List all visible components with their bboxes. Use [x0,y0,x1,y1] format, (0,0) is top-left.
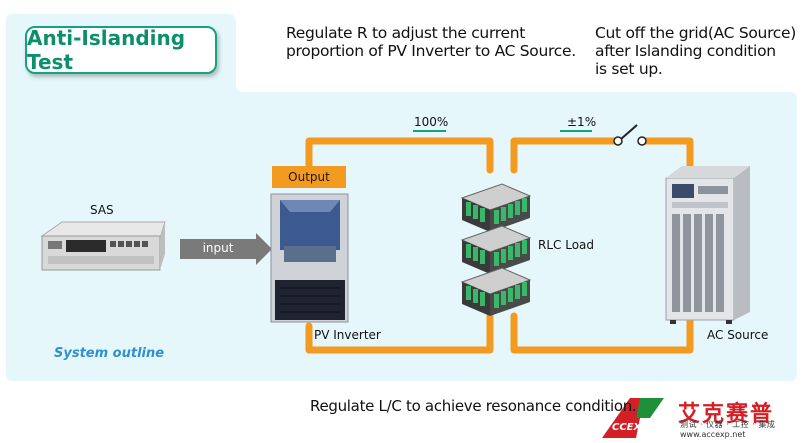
cutoff-line3: is set up. [595,60,663,78]
wire-pv-to-rlc-bottom [305,312,494,354]
label-1-percent: ±1% [567,115,597,129]
wiring [305,137,694,354]
pv-inverter-device [270,193,349,323]
logo-chinese-name: 艾克赛普 [678,402,775,427]
rlc-module-bottom [460,267,532,316]
background-panel [6,14,797,381]
cutoff-line2: after Islanding condition [595,42,776,60]
label-pv-inverter: PV Inverter [314,328,381,342]
wire-rlc-to-ac-bottom [510,312,694,354]
wire-pv-to-rlc-top [305,137,494,174]
switch-blade [620,124,638,140]
sas-device [40,221,166,271]
diagram-title: Anti-Islanding Test [25,26,217,74]
rlc-module-middle [460,225,532,274]
wire-switch-to-ac [640,137,694,172]
label-ac-source: AC Source [707,328,769,342]
regulate-r-note: Regulate R to adjust the current proport… [286,24,576,60]
logo-url: www.accexp.net [680,430,746,439]
grid-switch [613,124,647,146]
regulate-r-line1: Regulate R to adjust the current [286,24,526,42]
system-outline-label: System outline [54,346,165,361]
switch-contact-right [637,136,647,146]
regulate-r-line2: proportion of PV Inverter to AC Source. [286,42,576,60]
label-100-percent: 100% [414,115,449,129]
rlc-module-top [460,183,532,232]
label-input: input [202,241,234,255]
label-rlc-load: RLC Load [538,238,595,252]
label-sas: SAS [90,203,114,217]
svg-text:CCEXP: CCEXP [612,422,649,433]
input-arrow [180,233,272,265]
wire-rlc-to-switch [510,137,618,174]
label-output: Output [272,166,346,188]
accexp-logo-mark: CCEXP [602,398,664,438]
cutoff-note: Cut off the grid(AC Source) after Island… [595,24,796,78]
regulate-lc-note: Regulate L/C to achieve resonance condit… [310,397,637,415]
rlc-load-device [460,183,532,316]
cutoff-line1: Cut off the grid(AC Source) [595,24,797,42]
logo-subtitle: 测试 · 仪器 · 工控 · 集成 [680,420,776,429]
ac-source-device [665,166,750,324]
switch-contact-left [613,136,623,146]
